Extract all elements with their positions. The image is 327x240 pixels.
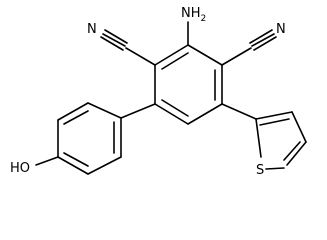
nitrile-left-triple-3 (100, 36, 124, 51)
nitrile-right-triple-3 (253, 36, 277, 51)
nitrile-right-triple-1 (251, 33, 275, 47)
bond-lines (35, 21, 307, 175)
thiophene-bond-c5-s (265, 167, 285, 170)
hydroxyl-bond (35, 156, 59, 166)
thiophene-double-c2-c3 (259, 118, 290, 126)
nitrile-right-bond (221, 47, 252, 66)
hydroxyl-label: HO (10, 161, 30, 176)
thiophene-bond-c4-c5 (286, 141, 307, 166)
structure-diagram: NH2 N N HO S (10, 6, 307, 178)
phenyl-link-bond (120, 103, 156, 119)
ring-bond-top-left (154, 44, 189, 66)
thiophene-bond-c2-c3 (255, 111, 293, 120)
thiophene-double-c4-c5 (283, 141, 301, 161)
phenol-ring-1 (87, 102, 122, 119)
nitrile-left-bond (125, 47, 156, 66)
ring-bond-bottom-right (187, 103, 223, 125)
nitrile-left-label: N (87, 22, 97, 37)
phenol-ring-2 (57, 102, 89, 121)
phenol-double-2 (63, 152, 89, 167)
thiophene-bond-c3-c4 (291, 111, 307, 143)
phenol-double-1 (63, 110, 89, 125)
phenol-ring-4 (57, 156, 89, 175)
thienyl-link-bond (221, 103, 257, 120)
phenol-ring-5 (87, 156, 122, 175)
ring-bond-bottom-left (154, 103, 189, 125)
ring-bond-top-right (187, 44, 223, 66)
nitrile-right-label: N (276, 22, 286, 37)
nitrile-left-triple-1 (102, 33, 126, 47)
ring-double-inner-3 (161, 99, 189, 117)
thiophene-sulfur-label: S (256, 163, 264, 178)
ring-double-inner-1 (161, 52, 189, 70)
nitrile-left-triple-2 (104, 29, 128, 44)
amino-label: NH2 (181, 6, 206, 24)
nitrile-right-triple-2 (249, 29, 273, 44)
thiophene-bond-s-c2 (255, 118, 262, 158)
atom-labels: NH2 N N HO S (10, 6, 286, 178)
